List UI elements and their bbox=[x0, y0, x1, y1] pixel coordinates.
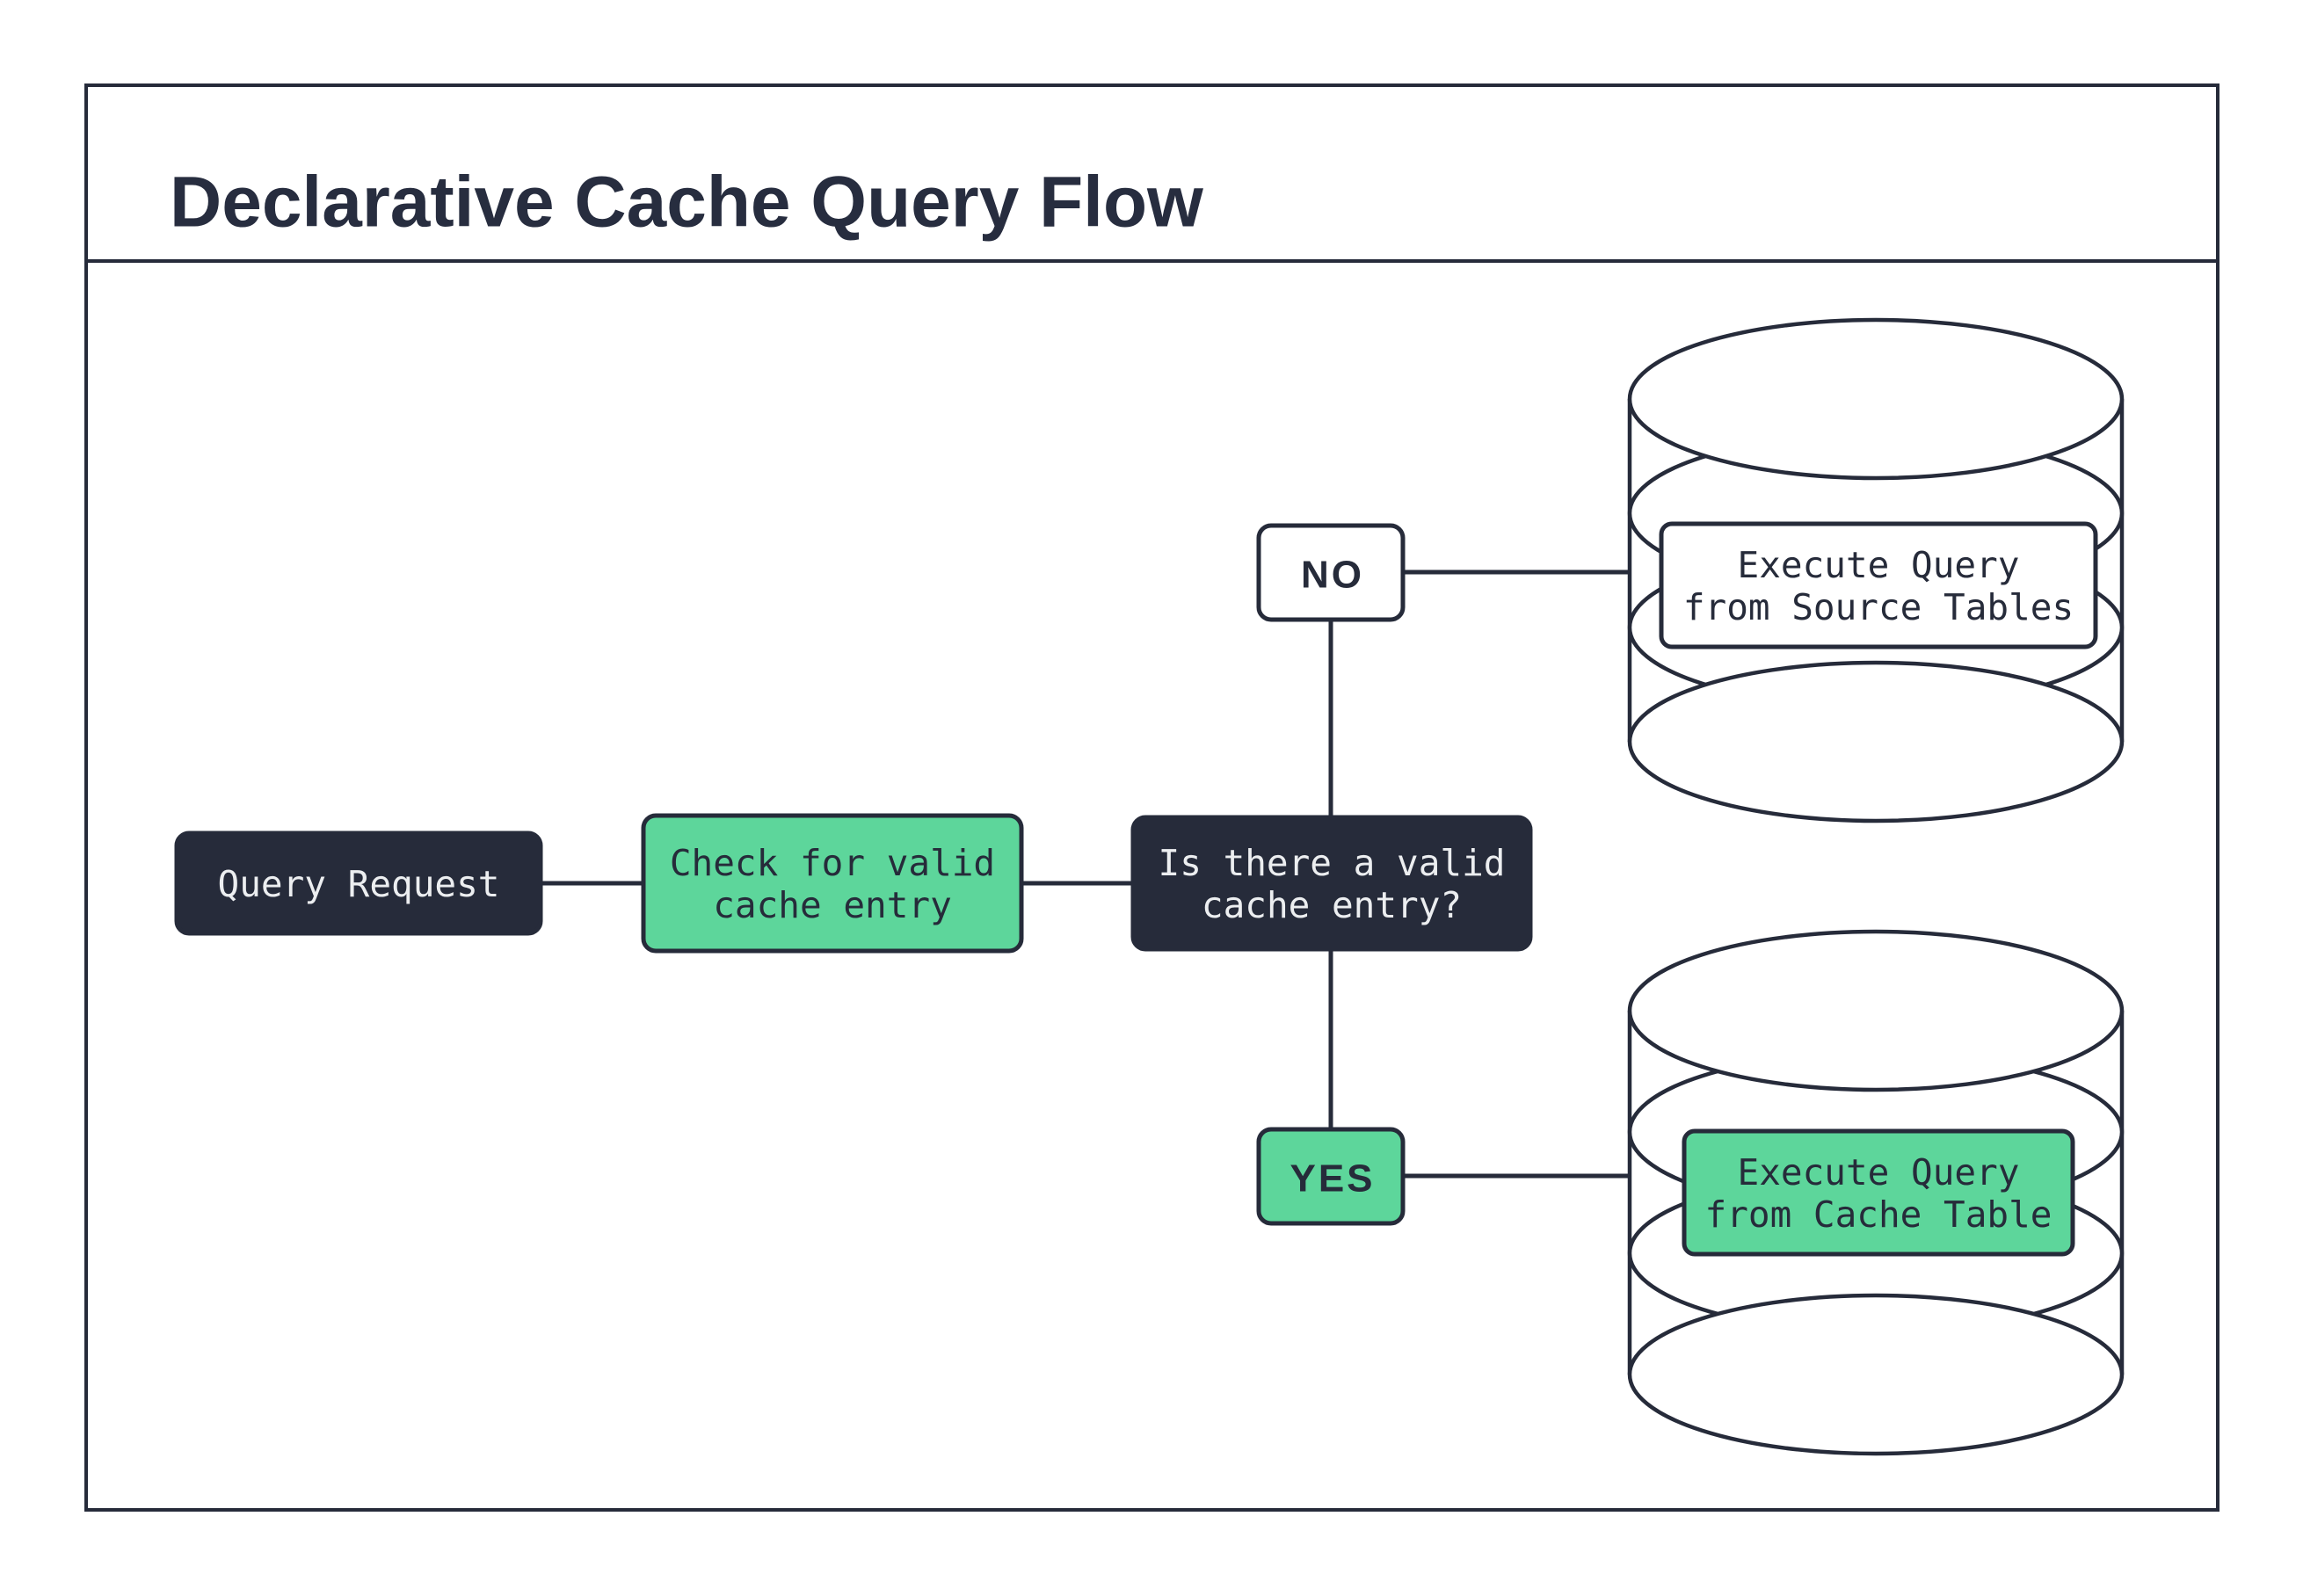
source-db-label-box bbox=[1659, 521, 2098, 649]
decision-box bbox=[1130, 815, 1533, 952]
no-branch-box bbox=[1256, 523, 1406, 622]
cylinder-disk-top bbox=[1627, 317, 2125, 481]
query-request-label: Query Request bbox=[218, 863, 500, 905]
node-no-branch: NO bbox=[1256, 523, 1406, 622]
source-db-label-line1: Execute Query bbox=[1738, 544, 2020, 586]
no-branch-label: NO bbox=[1301, 554, 1364, 597]
check-cache-line1: Check for valid bbox=[670, 842, 995, 884]
cache-db-label-line2: from Cache Table bbox=[1705, 1193, 2052, 1236]
check-cache-box bbox=[641, 813, 1024, 954]
check-cache-line2: cache entry bbox=[713, 884, 952, 926]
node-query-request: Query Request bbox=[174, 831, 543, 936]
node-decision: Is there a valid cache entry? bbox=[1130, 815, 1533, 952]
decision-line2: cache entry? bbox=[1202, 884, 1462, 926]
query-request-box bbox=[174, 831, 543, 936]
cache-database-icon: Execute Query from Cache Table bbox=[1627, 929, 2125, 1456]
node-check-cache: Check for valid cache entry bbox=[641, 813, 1024, 954]
cache-db-label-box bbox=[1682, 1128, 2075, 1257]
decision-line1: Is there a valid bbox=[1159, 842, 1506, 884]
cylinder-disk bbox=[1627, 660, 2125, 823]
connectors bbox=[541, 569, 1631, 1179]
cylinder-disk-top bbox=[1627, 929, 2125, 1092]
cache-db-label-line1: Execute Query bbox=[1738, 1151, 2020, 1193]
cylinder-disk bbox=[1627, 1293, 2125, 1456]
page-title: Declarative Cache Query Flow bbox=[170, 163, 1203, 243]
source-database-icon: Execute Query from Source Tables bbox=[1627, 317, 2125, 823]
yes-branch-box bbox=[1256, 1127, 1406, 1226]
node-yes-branch: YES bbox=[1256, 1127, 1406, 1226]
yes-branch-label: YES bbox=[1290, 1157, 1375, 1201]
source-db-label-line2: from Source Tables bbox=[1683, 586, 2074, 628]
